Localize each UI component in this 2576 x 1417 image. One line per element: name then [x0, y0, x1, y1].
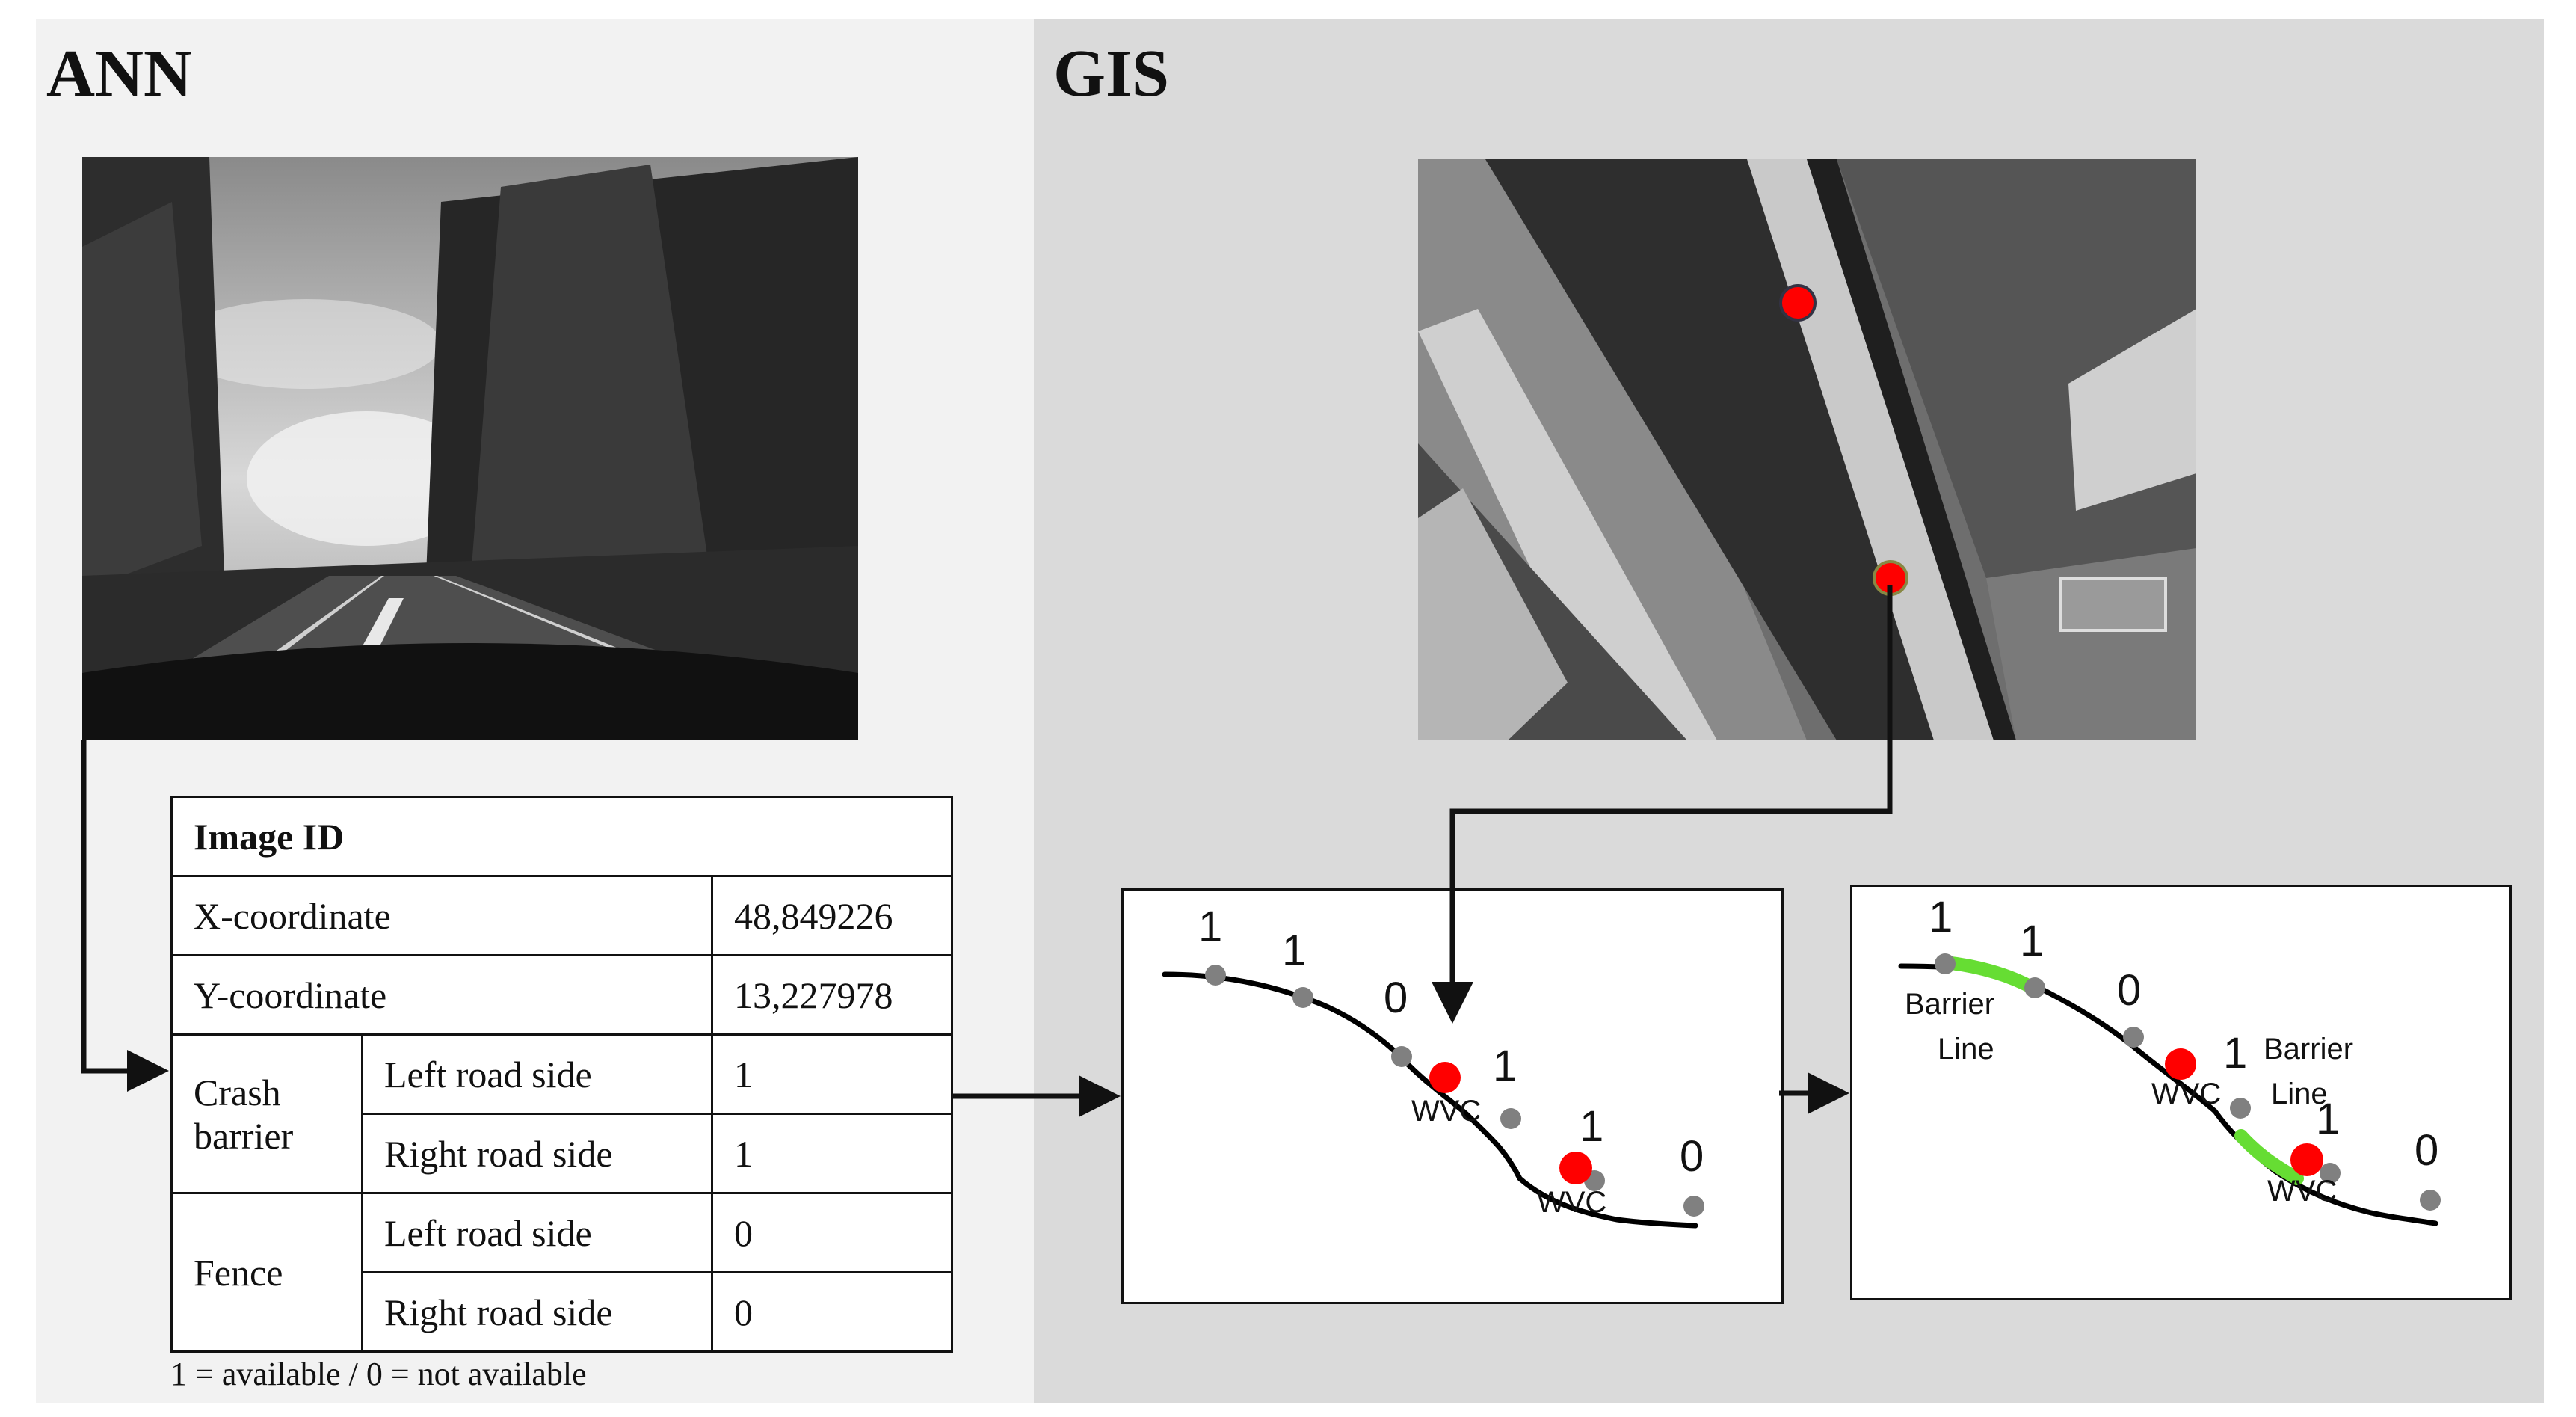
wvc-point: [1559, 1152, 1592, 1184]
fence-label: Fence: [170, 1192, 363, 1353]
side-label: Left road side: [361, 1033, 713, 1115]
wvc-label: WVC: [1411, 1095, 1481, 1128]
wvc-label: WVC: [2151, 1078, 2221, 1110]
dashcam-photo: [82, 157, 858, 740]
segment-label: 1: [1493, 1042, 1517, 1090]
y-coordinate-value: 13,227978: [710, 954, 954, 1036]
segment-point: [1683, 1196, 1704, 1217]
image-id-header: Image ID: [170, 796, 954, 877]
segment-label: 1: [2316, 1095, 2340, 1143]
segment-label: 1: [1580, 1102, 1603, 1151]
gis-title: GIS: [1053, 37, 1170, 111]
table-row: Image ID: [170, 796, 954, 877]
segment-point: [1935, 953, 1956, 974]
availability-legend: 1 = available / 0 = not available: [170, 1356, 587, 1392]
table-row: Right road side 0: [172, 1271, 954, 1353]
side-value: 0: [710, 1192, 954, 1273]
segment-point: [1500, 1108, 1521, 1129]
ann-title: ANN: [46, 37, 192, 111]
segment-label: 0: [2415, 1126, 2438, 1175]
barrier-label-word2: Line: [1938, 1033, 1994, 1066]
barrier-label-word2: Line: [2271, 1078, 2328, 1110]
segment-point: [2420, 1190, 2441, 1211]
wvc-point: [2290, 1143, 2323, 1176]
barrier-line: [2234, 1129, 2304, 1185]
segment-label: 1: [2223, 1029, 2247, 1078]
crash-barrier-label: Crash barrier: [170, 1033, 363, 1194]
segment-label: 0: [1680, 1132, 1704, 1181]
table-row: Y-coordinate 13,227978: [170, 954, 954, 1036]
segment-label: 1: [1929, 893, 1953, 941]
y-coordinate-label: Y-coordinate: [170, 954, 713, 1036]
segment-point: [2024, 977, 2045, 998]
segment-point: [1391, 1046, 1412, 1067]
side-value: 0: [710, 1271, 954, 1353]
attribute-table: Image ID X-coordinate 48,849226 Y-coordi…: [170, 796, 954, 1353]
crash-barrier-label-line1: Crash: [194, 1071, 281, 1113]
wvc-point-sat-1: [1779, 284, 1817, 322]
satellite-photo: [1418, 159, 2196, 740]
side-value: 1: [710, 1033, 954, 1115]
barrier-label-word1: Barrier: [2264, 1033, 2353, 1066]
side-label: Right road side: [361, 1271, 713, 1353]
barrier-label-word1: Barrier: [1905, 988, 1994, 1021]
segment-point: [2123, 1027, 2144, 1048]
wvc-point-sat-2: [1873, 560, 1908, 596]
side-label: Left road side: [361, 1192, 713, 1273]
wvc-point: [2165, 1048, 2196, 1080]
table-row: Crash barrier Left road side 1: [170, 1033, 954, 1194]
segment-box-wvc: 1 1 0 1 1 0 WVC WVC: [1121, 888, 1784, 1304]
side-value: 1: [710, 1113, 954, 1194]
segment-point: [2320, 1163, 2341, 1184]
crash-barrier-label-line2: barrier: [194, 1114, 294, 1157]
segment-label: 1: [1282, 926, 1306, 975]
x-coordinate-label: X-coordinate: [170, 875, 713, 956]
table-row: Right road side 1: [172, 1113, 954, 1194]
table-row: X-coordinate 48,849226: [170, 875, 954, 956]
x-coordinate-value: 48,849226: [710, 875, 954, 956]
segment-label: 1: [2020, 917, 2044, 965]
segment-point: [1292, 987, 1313, 1008]
segment-point: [1205, 965, 1226, 986]
wvc-label: WVC: [2267, 1175, 2337, 1208]
barrier-line: [1938, 956, 2041, 995]
table-row: Fence Left road side 0: [170, 1192, 954, 1353]
wvc-label: WVC: [1537, 1186, 1606, 1219]
segment-label: 0: [2117, 966, 2141, 1015]
wvc-point: [1429, 1062, 1461, 1093]
segment-label: 1: [1198, 903, 1222, 951]
side-label: Right road side: [361, 1113, 713, 1194]
segment-box-barrier: 1 1 0 1 1 0 Barrier Line Barrier Line WV…: [1850, 885, 2512, 1300]
segment-label: 0: [1384, 974, 1408, 1022]
segment-point: [2230, 1098, 2251, 1119]
